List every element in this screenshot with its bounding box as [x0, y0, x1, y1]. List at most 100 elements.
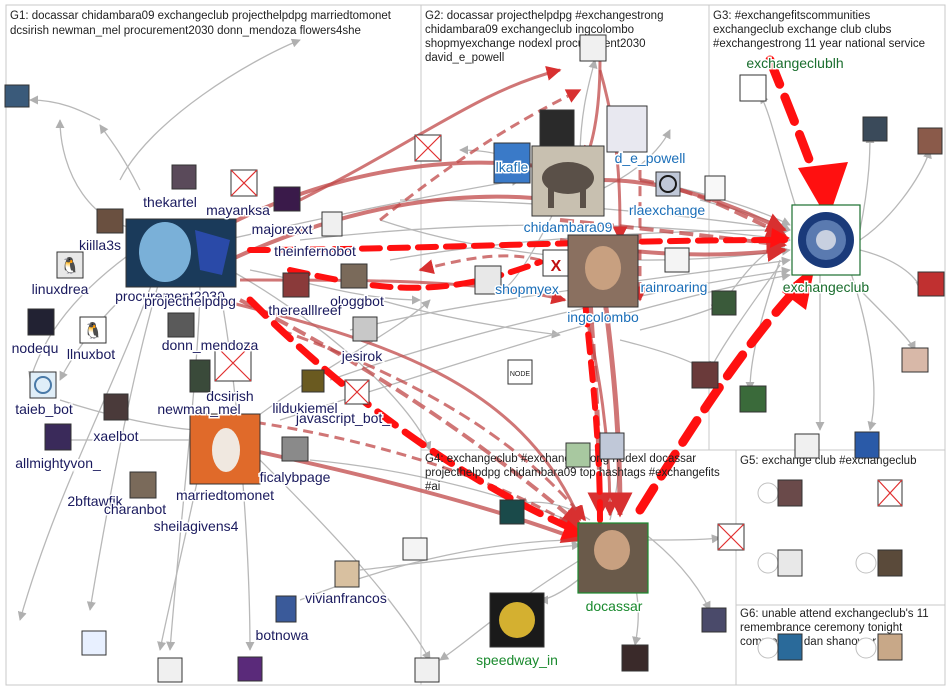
avatar[interactable] — [855, 637, 877, 659]
avatar[interactable] — [103, 393, 129, 421]
node-label-chidambara09[interactable]: chidambara09 — [522, 218, 614, 237]
node-label-thekartel[interactable]: thekartel — [142, 193, 199, 212]
avatar-lkafle[interactable] — [493, 142, 531, 184]
avatar[interactable] — [237, 656, 263, 682]
avatar[interactable] — [171, 164, 197, 190]
avatar[interactable] — [275, 595, 297, 623]
node-label-ficalybpage[interactable]: ficalybpage — [258, 468, 332, 487]
avatar[interactable] — [321, 211, 343, 237]
node-label-david-e-powell[interactable]: d_e_powell — [613, 149, 687, 168]
node-label-botnowa[interactable]: botnowa — [254, 626, 310, 645]
avatar[interactable] — [282, 272, 310, 298]
avatar[interactable] — [301, 369, 325, 393]
node-label-rainroaring[interactable]: rainroaring — [639, 278, 709, 297]
avatar[interactable] — [27, 308, 55, 336]
avatar[interactable] — [79, 316, 107, 344]
node-label-sheilagivens4[interactable]: sheilagivens4 — [152, 517, 240, 536]
node-label-marriedtomonet[interactable]: marriedtomonet — [174, 486, 275, 505]
node-label-projecthelpdpg[interactable]: projecthelpdpg — [143, 292, 238, 311]
node-label-linuxdrea[interactable]: linuxdrea — [30, 280, 90, 299]
avatar[interactable] — [352, 316, 378, 342]
node-label-docassar[interactable]: docassar — [584, 597, 644, 616]
avatar[interactable] — [757, 637, 779, 659]
avatar[interactable] — [621, 644, 649, 672]
node-label-allmightyvon-[interactable]: allmightyvon_ — [14, 454, 103, 473]
avatar[interactable] — [862, 116, 888, 142]
avatar[interactable] — [739, 74, 767, 102]
node-label-rlaexchange[interactable]: rlaexchange — [627, 201, 706, 220]
avatar[interactable] — [402, 537, 428, 561]
avatar[interactable] — [917, 127, 943, 155]
avatar[interactable] — [854, 431, 880, 459]
avatar[interactable] — [901, 347, 929, 373]
avatar[interactable] — [794, 433, 820, 459]
avatar[interactable] — [507, 359, 533, 385]
node-label-llnuxbot[interactable]: llnuxbot — [65, 345, 116, 364]
node-label-vivianfrancos[interactable]: vivianfrancos — [304, 589, 389, 608]
node-label-charanbot[interactable]: charanbot — [102, 500, 167, 519]
avatar[interactable] — [499, 499, 525, 525]
avatar[interactable] — [757, 552, 779, 574]
node-label-newman-mel[interactable]: newman_mel — [156, 400, 242, 419]
avatar[interactable] — [565, 442, 591, 468]
avatar[interactable] — [340, 263, 368, 289]
avatar[interactable] — [29, 371, 57, 399]
avatar[interactable] — [281, 436, 309, 462]
node-label-kiilla3s[interactable]: kiilla3s — [77, 236, 122, 255]
avatar[interactable] — [691, 361, 719, 389]
avatar[interactable] — [167, 312, 195, 338]
avatar[interactable] — [704, 175, 726, 201]
avatar[interactable] — [129, 471, 157, 499]
node-label-theinfernobot[interactable]: theinfernobot — [273, 242, 358, 261]
avatar[interactable] — [917, 271, 945, 297]
avatar[interactable] — [777, 549, 803, 577]
avatar[interactable] — [599, 432, 625, 460]
avatar[interactable] — [757, 482, 779, 504]
node-label-majorexxt[interactable]: majorexxt — [250, 220, 314, 239]
node-label-mayanksa[interactable]: mayanksa — [205, 201, 272, 220]
node-label-jesirok[interactable]: jesirok — [339, 347, 384, 366]
node-label-taieb-bot[interactable]: taieb_bot — [14, 400, 75, 419]
avatar[interactable] — [664, 247, 690, 273]
avatar[interactable] — [701, 607, 727, 633]
avatar[interactable] — [579, 34, 607, 62]
node-label-ologgbot[interactable]: ologgbot — [329, 292, 386, 311]
avatar[interactable] — [539, 109, 575, 147]
avatar[interactable] — [777, 479, 803, 507]
avatar[interactable] — [189, 359, 211, 393]
avatar[interactable] — [474, 265, 502, 295]
node-label-javascript-bot-[interactable]: javascript_bot_ — [293, 409, 391, 428]
avatar[interactable] — [877, 549, 903, 577]
avatar[interactable] — [777, 633, 803, 661]
node-label-dcsirish[interactable]: dcsirish — [205, 387, 255, 406]
avatar[interactable] — [606, 105, 648, 153]
node-label-speedway-in[interactable]: speedway_in — [475, 651, 560, 670]
node-label-xaelbot[interactable]: xaelbot — [92, 427, 140, 446]
avatar[interactable] — [542, 249, 570, 277]
avatar[interactable] — [711, 290, 737, 316]
hub-images[interactable] — [125, 142, 861, 648]
avatar[interactable] — [4, 84, 30, 108]
avatar[interactable] — [855, 552, 877, 574]
node-label-exchangeclublh[interactable]: exchangeclublh — [745, 54, 845, 73]
avatar[interactable] — [157, 657, 183, 683]
avatar[interactable] — [273, 186, 301, 212]
avatar[interactable] — [44, 423, 72, 451]
node-label-shopmyexchange[interactable]: shopmyex — [494, 280, 561, 299]
avatar[interactable] — [334, 560, 360, 588]
avatar-thumbnails[interactable]: 🐧 🐧 X — [4, 34, 945, 683]
node-label-lkafle[interactable]: lkafle — [494, 158, 530, 177]
node-label-exchangeclub[interactable]: exchangeclub — [781, 278, 871, 297]
node-label-ingcolombo[interactable]: ingcolombo — [566, 308, 641, 327]
node-label-lildukiemel[interactable]: lildukiemel — [271, 399, 339, 418]
avatar[interactable] — [414, 657, 440, 683]
node-label-procurement2030[interactable]: procurement2030 — [114, 287, 227, 306]
avatar[interactable] — [877, 633, 903, 661]
avatar[interactable] — [81, 630, 107, 656]
avatar[interactable] — [56, 251, 84, 279]
node-label-2bftawfik[interactable]: 2bftawfik — [66, 492, 125, 511]
node-label-donn-mendoza[interactable]: donn_mendoza — [160, 336, 260, 355]
node-label-nodequ[interactable]: nodequ — [10, 339, 60, 358]
node-label-therealllreef[interactable]: therealllreef — [267, 301, 343, 320]
avatar[interactable] — [96, 208, 124, 234]
